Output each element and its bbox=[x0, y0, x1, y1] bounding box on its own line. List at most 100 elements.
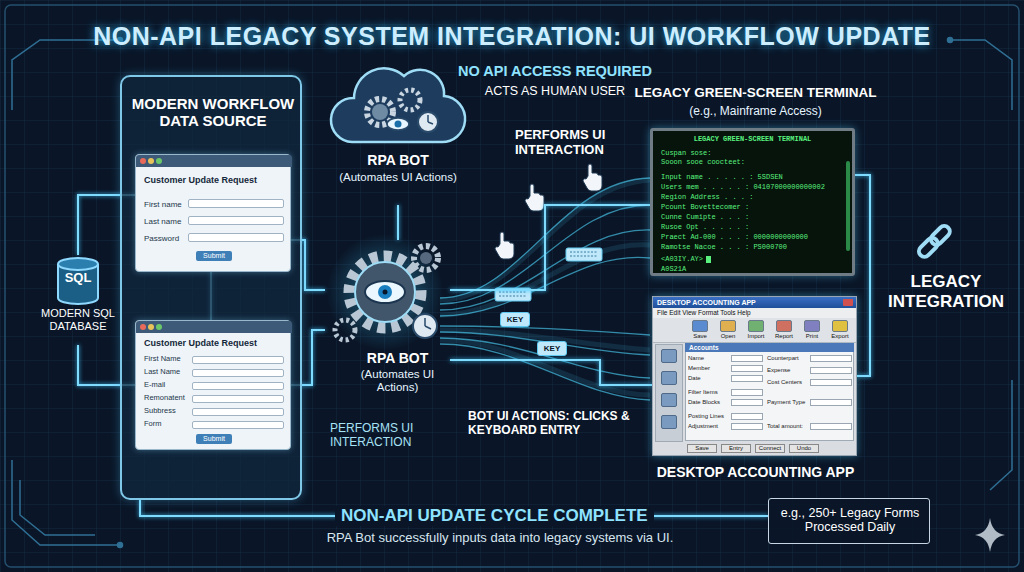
ui-detail bbox=[748, 320, 764, 332]
node-text: Cunne Cumipte . . . : bbox=[661, 213, 846, 222]
database-node: SQL MODERN SQL DATABASE bbox=[36, 255, 120, 345]
node-text: Last Name bbox=[144, 368, 190, 377]
ui-detail bbox=[706, 256, 711, 263]
ui-detail bbox=[846, 161, 850, 251]
ui-detail bbox=[810, 423, 852, 430]
ui-detail bbox=[192, 395, 284, 403]
node-text: e.g., 250+ Legacy Forms Processed Daily bbox=[775, 506, 925, 535]
node-text: Connect bbox=[755, 444, 785, 453]
node-text: Pcount Bovettecomer : bbox=[661, 203, 846, 212]
node-text: Date Blocks bbox=[688, 399, 730, 406]
ui-detail bbox=[188, 216, 284, 225]
node-text: Entry bbox=[721, 444, 751, 453]
sparkle-watermark bbox=[975, 518, 1005, 552]
node-text: E-mail bbox=[144, 381, 190, 390]
node-text: Sooon sooe coocteet: bbox=[661, 158, 846, 167]
node-text: RPA BOT bbox=[345, 350, 450, 366]
node-text: MODERN SQL DATABASE bbox=[36, 307, 120, 332]
node-text: DESKTOP ACCOUNTING APP bbox=[643, 464, 868, 480]
connector bbox=[450, 205, 650, 290]
node-text: Member bbox=[688, 365, 730, 372]
gear-bot: RPA BOT (Automates UI Actions) bbox=[325, 240, 450, 400]
ui-detail bbox=[192, 408, 284, 416]
ui-detail bbox=[661, 415, 677, 429]
chain-icon bbox=[917, 224, 952, 259]
ui-detail bbox=[188, 233, 284, 242]
node-text: First Name bbox=[144, 355, 190, 364]
ui-detail bbox=[661, 371, 677, 385]
ui-detail bbox=[731, 399, 763, 406]
ui-detail bbox=[661, 393, 677, 407]
title: NON-API LEGACY SYSTEM INTEGRATION: UI WO… bbox=[0, 22, 1024, 51]
gear-bot-icon bbox=[327, 234, 443, 350]
node-text: Remonatent bbox=[144, 394, 190, 403]
node-text: File Edit View Format Tools Help bbox=[657, 309, 837, 317]
cloud-bot-icon bbox=[331, 68, 465, 142]
ui-detail bbox=[843, 299, 853, 306]
connector bbox=[855, 175, 870, 376]
node-text: DESKTOP ACCOUNTING APP bbox=[657, 298, 817, 307]
node-text: LEGACY GREEN-SCREEN TERMINAL bbox=[653, 135, 852, 144]
ui-detail bbox=[810, 367, 852, 374]
ui-detail bbox=[692, 320, 708, 332]
node-text: Total amount: bbox=[767, 423, 809, 430]
node-text: Export bbox=[827, 333, 853, 340]
ui-detail bbox=[661, 349, 677, 363]
node-text: Submit bbox=[196, 434, 232, 444]
node-text: LEGACY GREEN-SCREEN TERMINAL bbox=[623, 85, 888, 101]
keyboard-icons bbox=[495, 248, 602, 301]
ui-detail bbox=[810, 379, 852, 386]
label-text: PERFORMS UI INTERACTION bbox=[330, 422, 430, 450]
node-text: (Automates UI Actions) bbox=[345, 368, 450, 394]
node-text: Counterpart bbox=[767, 355, 809, 362]
ui-detail bbox=[192, 382, 284, 390]
stat-box: e.g., 250+ Legacy Forms Processed Daily bbox=[768, 498, 930, 544]
node-text: Print bbox=[799, 333, 825, 340]
label-text: PERFORMS UI INTERACTION bbox=[515, 128, 620, 158]
ui-detail bbox=[832, 320, 848, 332]
ui-detail bbox=[731, 375, 763, 382]
node-text: Customer Update Request bbox=[144, 338, 284, 348]
ui-detail bbox=[148, 158, 154, 164]
ui-detail bbox=[156, 158, 162, 164]
ui-detail bbox=[148, 324, 154, 330]
node-text: Save bbox=[687, 333, 713, 340]
ui-detail bbox=[731, 365, 763, 372]
label-text: ACTS AS HUMAN USER bbox=[455, 84, 655, 98]
ui-detail bbox=[776, 320, 792, 332]
node-text: <A03IY.AY> bbox=[661, 255, 846, 264]
node-text: (Automates UI Actions) bbox=[328, 171, 468, 184]
node-text: Password bbox=[144, 234, 188, 243]
caption: RPA Bot successfully inputs data into le… bbox=[300, 531, 700, 546]
node-text: Save bbox=[687, 444, 717, 453]
node-text: Submit bbox=[196, 251, 232, 261]
node-text: Praect Ad-000 . . . : 0000000000000 bbox=[661, 233, 846, 242]
connector bbox=[397, 205, 399, 240]
node-text: A0S21A bbox=[661, 265, 846, 274]
node-text: Undo bbox=[789, 444, 819, 453]
node-text: Expense bbox=[767, 367, 809, 374]
ui-detail bbox=[731, 389, 763, 396]
node-text: Form bbox=[144, 420, 190, 429]
web-form: Customer Update RequestFirst NameLast Na… bbox=[135, 320, 291, 450]
ui-detail bbox=[188, 199, 284, 208]
ui-detail bbox=[192, 369, 284, 377]
edge-label: NON-API UPDATE CYCLE COMPLETE bbox=[335, 506, 654, 526]
source-panel: MODERN WORKFLOW DATA SOURCECustomer Upda… bbox=[120, 75, 302, 500]
cloud-bot: RPA BOT(Automates UI Actions) bbox=[328, 55, 468, 205]
node-text: Open bbox=[715, 333, 741, 340]
node-text: (e.g., Mainframe Access) bbox=[623, 105, 888, 119]
node-text: Last name bbox=[144, 217, 188, 226]
ui-detail bbox=[192, 356, 284, 364]
ui-detail bbox=[731, 355, 763, 362]
node-text: Name bbox=[688, 355, 730, 362]
node-text: SQL bbox=[36, 271, 120, 286]
node-text: Import bbox=[743, 333, 769, 340]
node-text: Input name . . . . . : 5SDSEN bbox=[661, 173, 846, 182]
ui-detail bbox=[192, 421, 284, 429]
node-text: Filter Items bbox=[688, 389, 730, 396]
node-text: Ramotse Nacoe . . . : PS000700 bbox=[661, 243, 846, 252]
node-text: Subbress bbox=[144, 407, 190, 416]
node-text: Users mem . . . . . : 04107000000000002 bbox=[661, 183, 846, 192]
ui-detail bbox=[140, 324, 146, 330]
